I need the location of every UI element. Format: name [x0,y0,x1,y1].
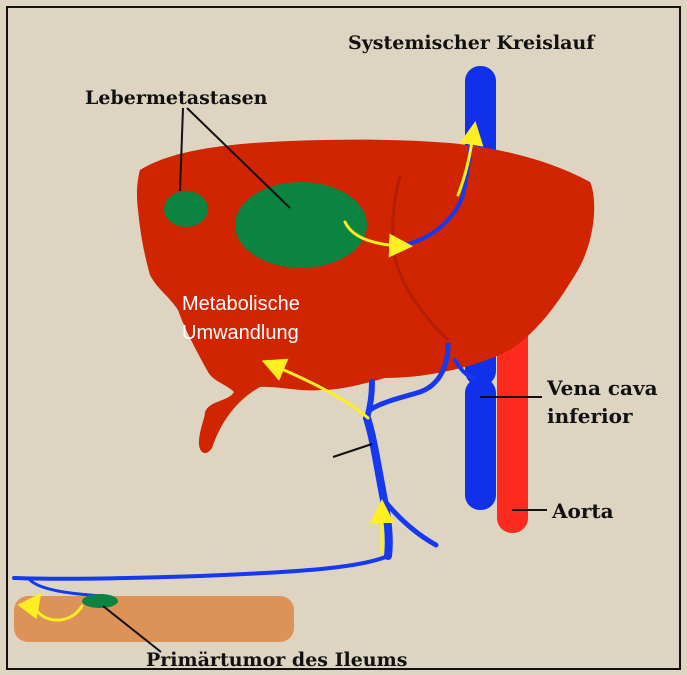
label-primary-tumor: Primärtumor des Ileums [146,649,407,671]
label-systemic-circulation: Systemischer Kreislauf [348,32,596,54]
label-vena-cava-line2: inferior [547,404,633,428]
label-liver-metastases: Lebermetastasen [85,87,268,109]
label-vena-cava-line1: Vena cava [546,376,658,400]
label-aorta: Aorta [551,499,614,523]
label-metabolic-line1: Metabolische [182,293,300,315]
metastasis-small [164,191,208,227]
primary-tumor [82,594,118,608]
label-metabolic-line2: Umwandlung [182,322,299,344]
